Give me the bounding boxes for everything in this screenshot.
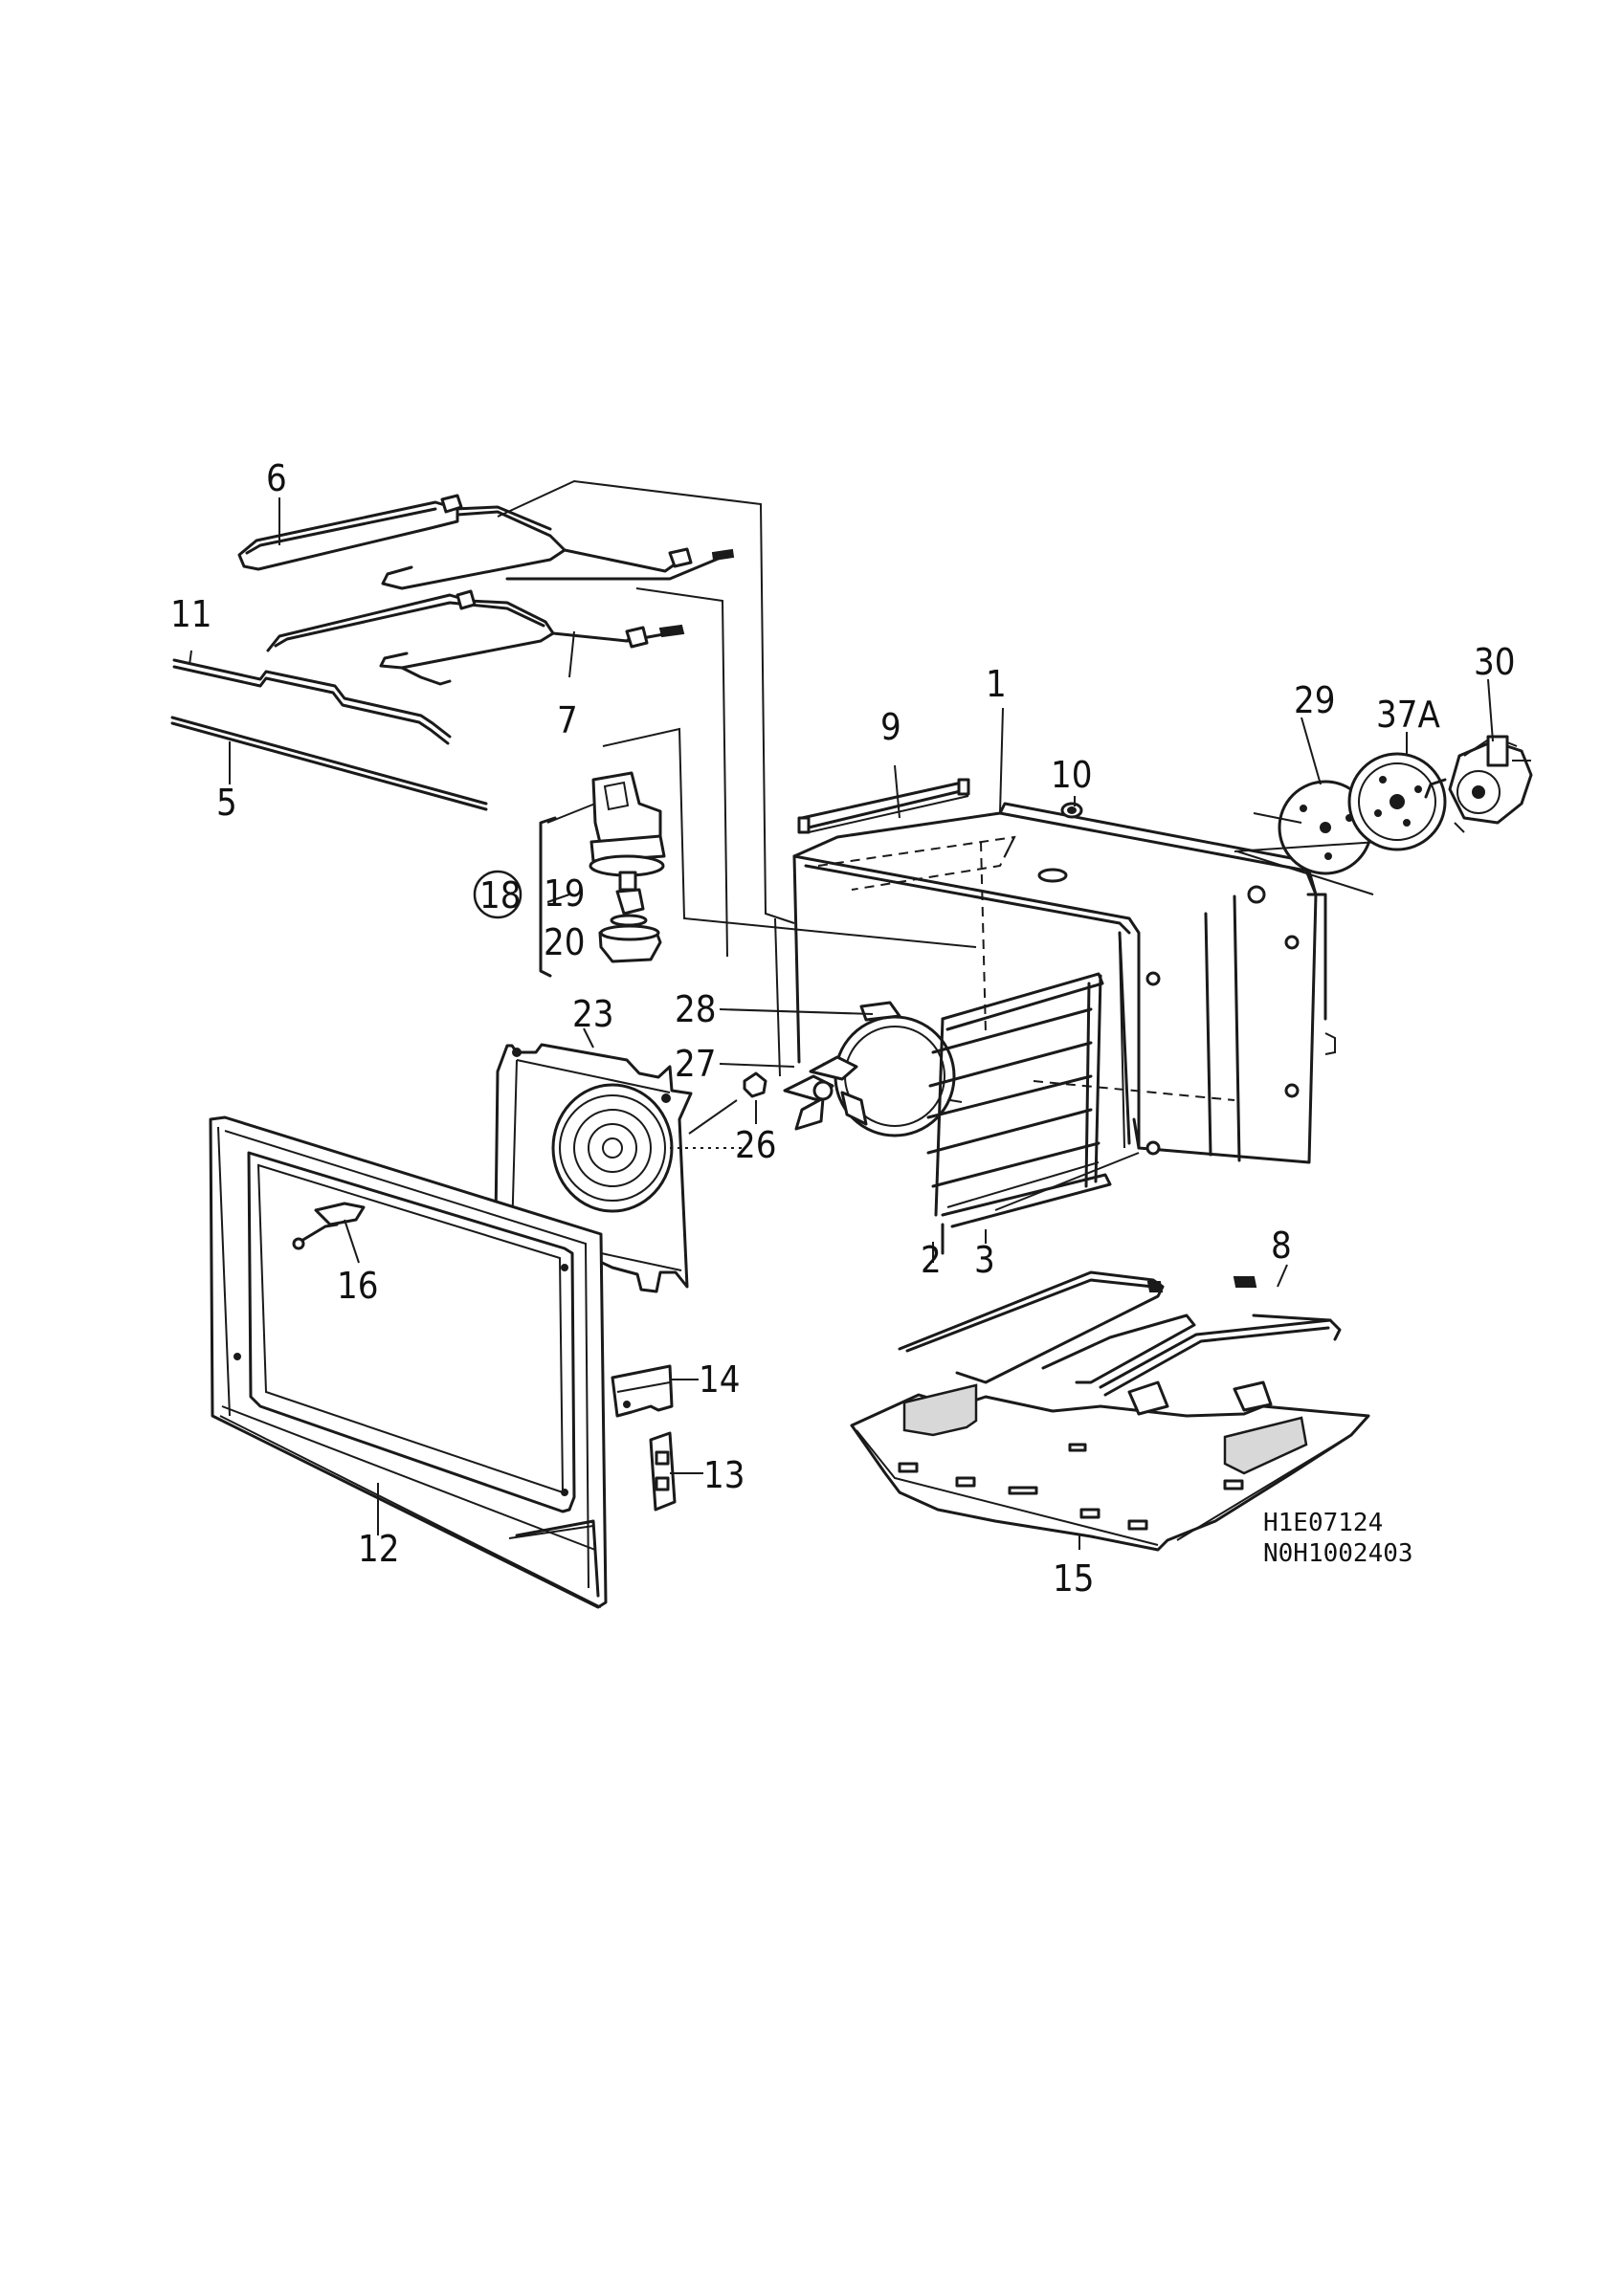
label-2: 2 [921,1239,942,1281]
hinge-13 [649,1431,677,1512]
label-7: 7 [557,699,578,741]
label-9: 9 [880,706,901,748]
assembly-lines [497,479,1374,1211]
fan-motor [1424,735,1533,833]
label-27: 27 [675,1043,717,1085]
callout-labels: 1 2 3 5 6 7 8 9 10 11 12 13 14 15 16 18 … [170,457,1516,1600]
document-code: N0H1002403 [1263,1539,1413,1568]
label-14: 14 [699,1358,741,1401]
label-16: 16 [337,1265,379,1307]
bottom-heating-element [898,1270,1342,1397]
label-18-circle [473,870,522,919]
label-10: 10 [1051,754,1093,796]
label-15: 15 [1053,1557,1095,1600]
label-28: 28 [675,988,717,1030]
fan-motor-gasket [1347,752,1447,851]
fan-grille-holes [559,1094,666,1202]
label-13: 13 [703,1454,745,1496]
label-23: 23 [572,993,614,1035]
top-rail [797,778,970,834]
label-18: 18 [479,874,522,916]
drawing-codes: H1E07124 N0H1002403 [1263,1509,1413,1568]
door-catch [292,1202,366,1250]
label-30: 30 [1474,641,1516,683]
shelf-rail [172,658,452,745]
oven-cavity [792,802,1336,1164]
label-11: 11 [170,593,212,635]
shelf-rod [170,716,488,811]
label-19: 19 [544,872,586,915]
grommet [1060,802,1083,819]
oven-door-frame [209,1115,608,1609]
label-8: 8 [1271,1225,1292,1267]
grill-element-lower [266,589,685,686]
drawing-code: H1E07124 [1263,1509,1383,1537]
shelf-runners [926,972,1112,1255]
hinge-bracket-14 [611,1364,674,1418]
label-3: 3 [974,1239,995,1281]
label-18-circled: 18 [473,870,522,919]
label-5: 5 [216,782,237,824]
label-29: 29 [1294,679,1336,721]
label-20: 20 [544,921,586,963]
label-1: 1 [986,663,1007,705]
oven-lamp-assembly [539,771,666,978]
label-37a: 37A [1376,694,1440,736]
fan-blade [783,1055,868,1131]
grill-element-upper [237,494,735,590]
label-leaders [189,497,1494,1550]
label-26: 26 [735,1124,777,1166]
label-12: 12 [358,1528,400,1570]
base-cover [850,1380,1370,1552]
label-6: 6 [266,457,287,499]
fan-nut [743,1071,767,1098]
